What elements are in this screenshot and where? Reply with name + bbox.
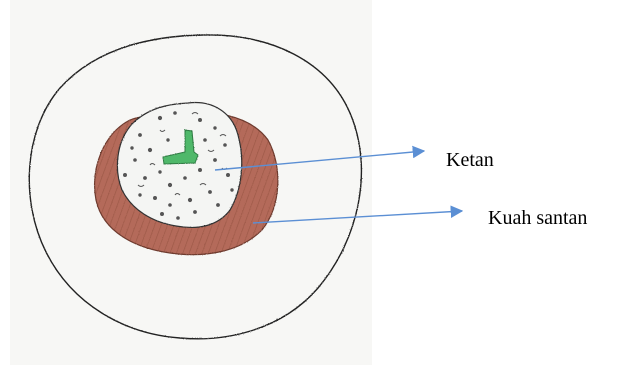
label-ketan: Ketan: [446, 150, 494, 170]
label-kuah-santan: Kuah santan: [488, 208, 587, 228]
sticky-rice-mound: [117, 103, 241, 228]
